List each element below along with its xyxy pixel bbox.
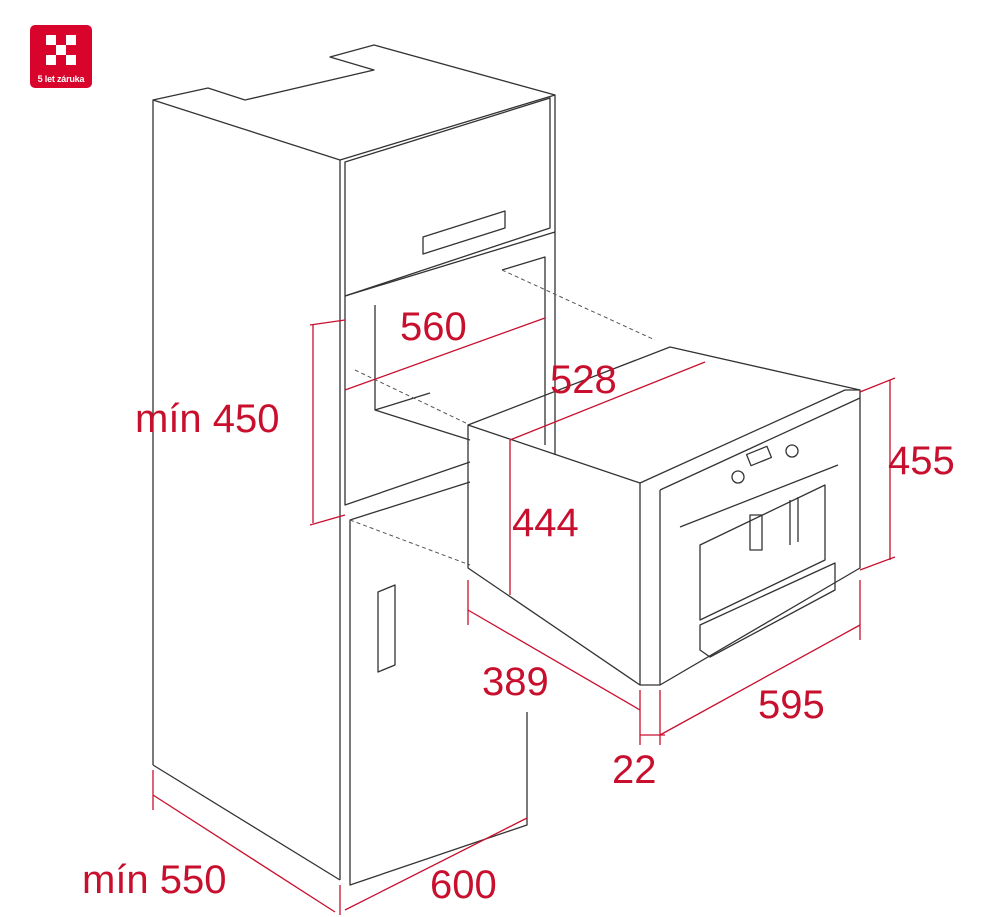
dim-depth-top: 528 [550,358,617,402]
dim-cabinet-width: 600 [430,863,497,907]
warranty-logo: 5 let záruka [30,25,92,88]
dim-front-thickness: 22 [612,748,657,792]
dim-front-height: 455 [888,439,955,483]
dim-cabinet-depth: mín 550 [82,858,227,902]
dim-front-width: 595 [758,683,825,727]
door-handle [377,584,396,673]
dim-body-height: 444 [512,501,579,545]
dim-niche-height: mín 450 [135,397,280,441]
warranty-text: 5 let záruka [37,74,85,84]
drawer-handle [422,210,506,255]
dim-depth-side: 389 [482,660,549,704]
dim-niche-width: 560 [400,305,467,349]
cabinet-outline [152,44,656,886]
coffee-machine [467,346,861,686]
dimension-lines [152,317,896,915]
